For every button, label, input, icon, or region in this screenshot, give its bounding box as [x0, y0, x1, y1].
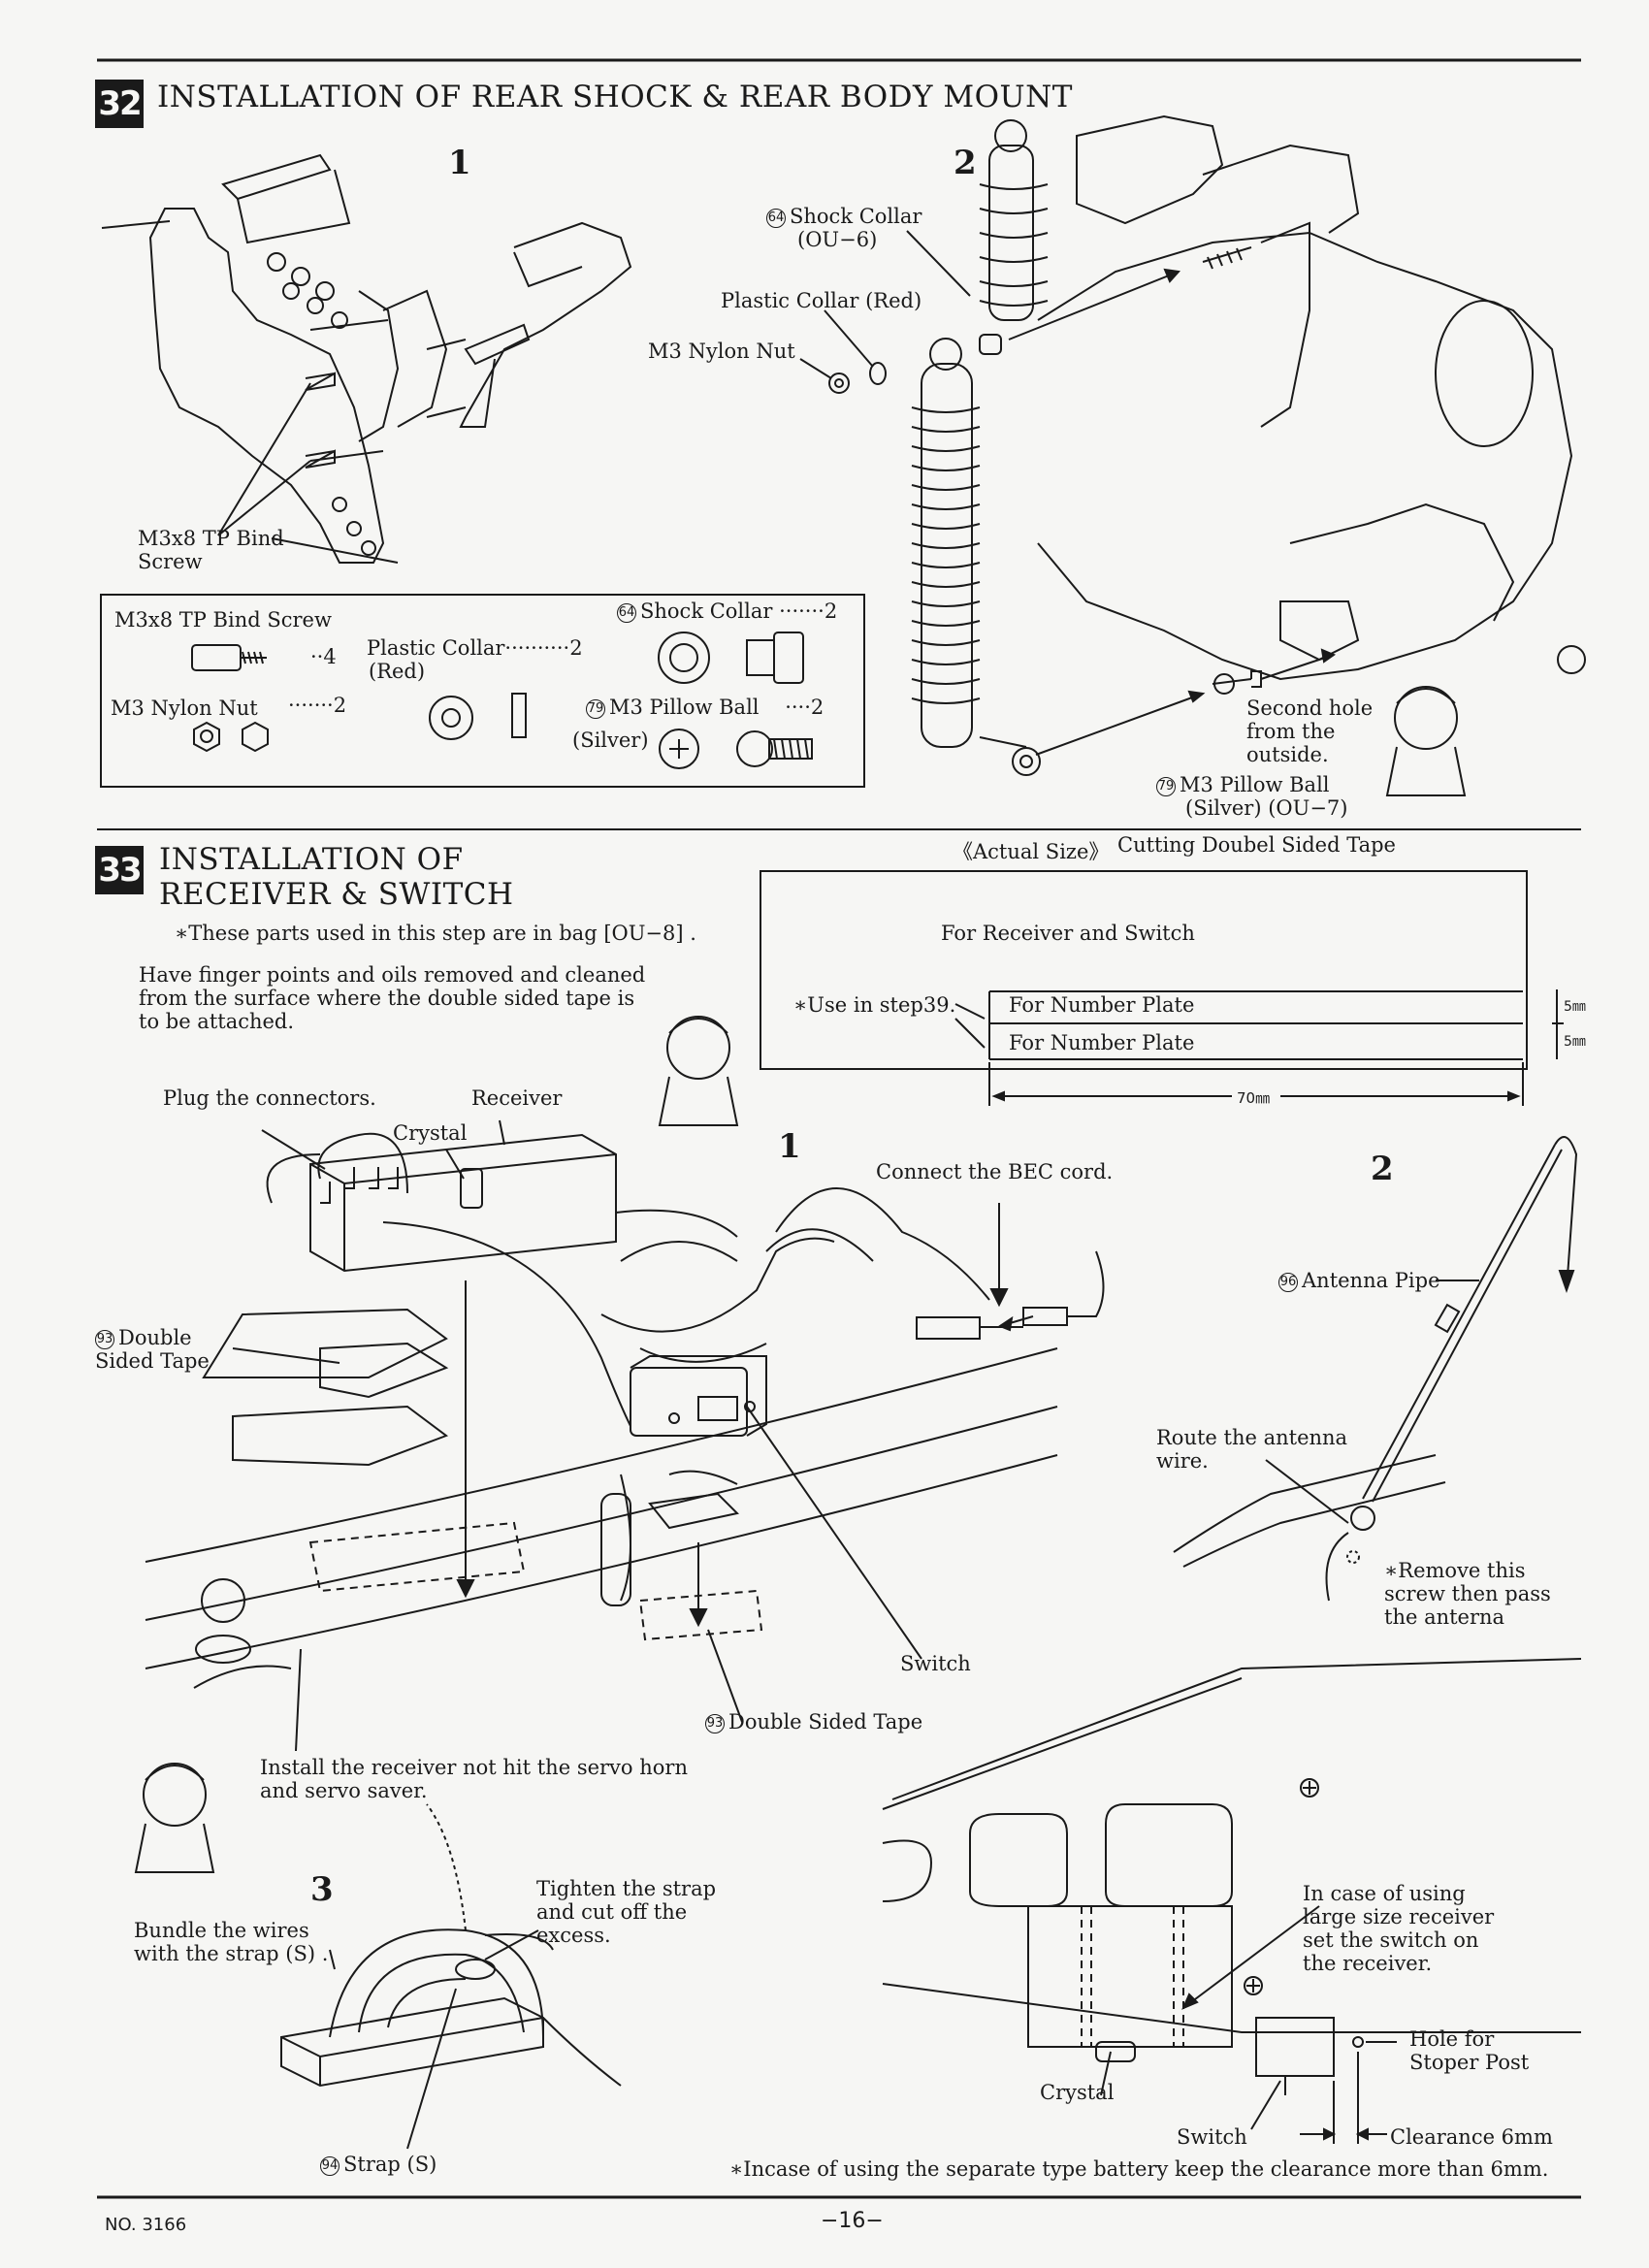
double-tape-2-part-number: 93 [705, 1713, 725, 1733]
screw-label: M3x8 TP Bind Screw [138, 527, 284, 573]
strap-part-number: 94 [320, 2155, 340, 2176]
plug-connectors-label: Plug the connectors. [163, 1086, 376, 1110]
shock-collar-code: (OU−6) [797, 228, 878, 251]
rear-chassis-drawing [101, 153, 632, 564]
section-33-badge: 33 [95, 846, 144, 894]
parts-shock-collar-qty: ·······2 [779, 599, 838, 623]
double-tape-text: Double Sided Tape [95, 1326, 210, 1373]
section-33-step-1: 1 [778, 1127, 801, 1166]
parts-icons [191, 632, 813, 769]
antenna-pipe-text: Antenna Pipe [1302, 1269, 1440, 1292]
receiver-label: Receiver [471, 1086, 563, 1110]
shock-collar-text: Shock Collar [790, 205, 922, 228]
parts-shock-collar-number: 64 [617, 602, 636, 623]
tighten-strap-label: Tighten the strap and cut off the excess… [536, 1877, 717, 1947]
pillow-ball-text: M3 Pillow Ball [1180, 773, 1330, 796]
section-33-step-2: 2 [1371, 1150, 1394, 1188]
bec-label: Connect the BEC cord. [876, 1160, 1114, 1183]
battery-note: ∗Incase of using the separate type batte… [729, 2157, 1549, 2181]
chassis-top-view [882, 1658, 1582, 2144]
strap-drawing [280, 1803, 622, 2150]
switch-label-2: Switch [1177, 2125, 1247, 2149]
parts-pillow-ball-number: 79 [586, 698, 605, 719]
plastic-collar-label: Plastic Collar (Red) [721, 289, 922, 312]
tape-use-note: ∗Use in step39. [793, 993, 956, 1017]
receiver-drawing [145, 1119, 1105, 1752]
bag-note: ∗These parts used in this step are in ba… [175, 922, 696, 945]
section-32-step-1: 1 [448, 144, 471, 182]
section-33-title-line-1: INSTALLATION OF [159, 842, 464, 877]
antenna-drawing [1173, 1136, 1578, 1602]
second-hole-note: Second hole from the outside. [1246, 697, 1374, 766]
section-32-title: INSTALLATION OF REAR SHOCK & REAR BODY M… [157, 80, 1073, 114]
hole-stoper-label: Hole for Stoper Post [1409, 2027, 1530, 2074]
parts-screw-name: M3x8 TP Bind Screw [114, 608, 332, 632]
section-32-badge: 32 [95, 80, 144, 128]
tape-width: 70㎜ [1237, 1089, 1271, 1107]
route-antenna-label: Route the antenna wire. [1156, 1426, 1348, 1473]
parts-nut-qty: ·······2 [288, 694, 347, 717]
section-32-step-2: 2 [954, 144, 977, 182]
shock-drawing [799, 114, 1586, 776]
clean-note: Have finger points and oils removed and … [139, 963, 646, 1033]
tape-plate-2: For Number Plate [1009, 1031, 1195, 1054]
strap-text: Strap (S) [343, 2153, 437, 2176]
pillow-ball-code: (Silver) (OU−7) [1185, 796, 1348, 820]
nylon-nut-label: M3 Nylon Nut [648, 340, 795, 363]
tape-dimension-lines [954, 989, 1564, 1106]
page-number: −16− [821, 2209, 884, 2233]
parts-pillow-ball-name: M3 Pillow Ball [609, 696, 760, 719]
section-33-title-line-2: RECEIVER & SWITCH [159, 877, 514, 912]
tape-plate-1: For Number Plate [1009, 993, 1195, 1017]
bundle-wires-label: Bundle the wires with the strap (S) . [134, 1919, 329, 1965]
remove-screw-note: ∗Remove this screw then pass the anterna [1384, 1559, 1551, 1629]
tape-template-box [760, 870, 1528, 1070]
parts-pillow-ball-color: (Silver) [572, 729, 649, 752]
parts-screw-qty: ··4 [310, 645, 337, 668]
parts-list-box [100, 594, 865, 788]
switch-label: Switch [900, 1652, 971, 1675]
tape-for-receiver: For Receiver and Switch [941, 922, 1195, 945]
double-tape-part-number: 93 [95, 1329, 114, 1349]
large-receiver-note: In case of using large size receiver set… [1303, 1882, 1495, 1975]
model-number: NO. 3166 [105, 2215, 187, 2235]
mascot-figures [134, 686, 1467, 1873]
parts-plastic-collar-name: Plastic Collar··········2 [367, 636, 583, 660]
parts-nut-name: M3 Nylon Nut [111, 697, 258, 720]
antenna-pipe-part-number: 96 [1278, 1272, 1298, 1292]
parts-shock-collar-name: Shock Collar [640, 599, 773, 623]
double-tape-2-text: Double Sided Tape [728, 1710, 923, 1733]
crystal-label-2: Crystal [1040, 2081, 1115, 2104]
tape-dim-5a: 5㎜ [1564, 999, 1586, 1015]
tape-actual-size: 《Actual Size》 [953, 840, 1110, 863]
crystal-label: Crystal [393, 1121, 468, 1145]
shock-collar-part-number: 64 [766, 208, 786, 228]
parts-plastic-collar-color: (Red) [369, 660, 426, 683]
parts-pillow-ball-qty: ····2 [785, 696, 824, 719]
servo-note: Install the receiver not hit the servo h… [260, 1756, 688, 1802]
pillow-ball-part-number: 79 [1156, 776, 1176, 796]
section-33-step-3: 3 [310, 1870, 334, 1909]
tape-title: Cutting Doubel Sided Tape [1117, 833, 1396, 857]
clearance-label: Clearance 6mm [1390, 2125, 1553, 2149]
tape-dim-5b: 5㎜ [1564, 1034, 1586, 1050]
